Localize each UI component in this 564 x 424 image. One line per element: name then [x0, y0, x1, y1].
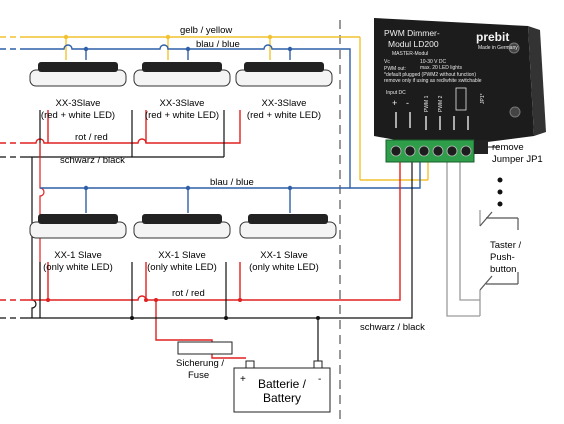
fuse-icon	[177, 341, 233, 355]
lamp-top-2: XX-3Slave (red + white LED)	[133, 62, 231, 121]
minus-sign: -	[406, 98, 409, 108]
label-blue-mid: blau / blue	[210, 177, 254, 188]
button-line2: Push-	[490, 252, 515, 263]
yellow-junctions	[63, 34, 273, 40]
pin-markers	[395, 112, 469, 130]
lamp-name: XX-3Slave	[56, 98, 101, 109]
module-title2: Modul LD200	[388, 39, 439, 49]
pwm2-label: PWM 2	[438, 95, 444, 112]
screw-icon	[509, 106, 521, 118]
label-red-bottom: rot / red	[172, 288, 205, 299]
yellow-wire	[0, 36, 429, 181]
battery-minus: -	[318, 374, 321, 385]
module-spec2: max. 20 LED lights	[420, 65, 462, 71]
red-wire-top	[0, 110, 241, 144]
continuation-dots	[497, 177, 503, 207]
module-spec4: remove only if using as red/white switch…	[384, 78, 482, 84]
red-junctions	[46, 298, 242, 302]
battery-line1: Batterie /	[258, 377, 307, 391]
terminal-block	[385, 139, 475, 163]
plus-sign: +	[392, 98, 397, 108]
label-blue-top: blau / blue	[196, 39, 240, 50]
button-line1: Taster /	[490, 240, 522, 251]
black-wire-bottom	[0, 160, 413, 362]
module-title1: PWM Dimmer-	[384, 28, 440, 38]
label-yellow: gelb / yellow	[180, 25, 232, 36]
push-button	[475, 211, 525, 291]
fuse-line2: Fuse	[188, 370, 209, 381]
lamp-desc: (red + white LED)	[41, 110, 115, 121]
lamp-desc: (only white LED)	[147, 262, 217, 273]
lamp-top-1: XX-3Slave (red + white LED)	[29, 62, 127, 121]
module-subtitle: MASTER-Modul	[392, 51, 428, 57]
lamp-bottom-3: XX-1 Slave (only white LED)	[239, 214, 337, 273]
blue-junctions-mid	[83, 185, 293, 191]
battery-line2: Battery	[263, 391, 301, 405]
lamp-name: XX-3Slave	[262, 98, 307, 109]
jp1-label: JP1*	[480, 93, 486, 104]
made-in: Made in Germany	[478, 45, 518, 51]
lamp-bottom-1: XX-1 Slave (only white LED)	[29, 214, 127, 273]
button-wires	[446, 160, 481, 317]
lamp-desc: (red + white LED)	[145, 110, 219, 121]
screw-icon	[508, 42, 520, 54]
jumper-line1: remove	[492, 142, 524, 153]
battery-icon	[233, 360, 331, 413]
lamp-bottom-2: XX-1 Slave (only white LED)	[133, 214, 231, 273]
label-black-bottom: schwarz / black	[360, 322, 425, 333]
lamp-name: XX-3Slave	[160, 98, 205, 109]
module-vc: Vc	[384, 59, 390, 65]
blue-junctions-top	[83, 46, 293, 52]
module-pwm-out: PWM out:	[384, 66, 406, 72]
lamp-name: XX-1 Slave	[260, 250, 308, 261]
label-red-top: rot / red	[75, 132, 108, 143]
black-junctions	[130, 316, 320, 320]
blue-wire-mid	[40, 187, 350, 213]
input-dc-label: Input DC	[386, 90, 406, 96]
jumper-line2: Jumper JP1	[492, 154, 543, 165]
module-spec1: 10-30 V DC	[420, 59, 447, 65]
battery-plus: +	[240, 374, 246, 385]
jumper-jp1	[474, 140, 488, 154]
lamp-name: XX-1 Slave	[158, 250, 206, 261]
lamp-name: XX-1 Slave	[54, 250, 102, 261]
lamp-desc: (only white LED)	[43, 262, 113, 273]
lamp-desc: (red + white LED)	[247, 110, 321, 121]
lamp-desc: (only white LED)	[249, 262, 319, 273]
label-black-top: schwarz / black	[60, 155, 125, 166]
lamp-top-3: XX-3Slave (red + white LED)	[235, 62, 333, 121]
module-spec3: *default plugged (PWM2 without function)	[384, 72, 476, 78]
pwm-module: PWM Dimmer- Modul LD200 MASTER-Modul pre…	[374, 18, 546, 148]
pwm1-label: PWM 1	[424, 95, 430, 112]
button-line3: button	[490, 264, 516, 275]
fuse-line1: Sicherung /	[176, 358, 224, 369]
brand-logo: prebit	[476, 30, 509, 44]
